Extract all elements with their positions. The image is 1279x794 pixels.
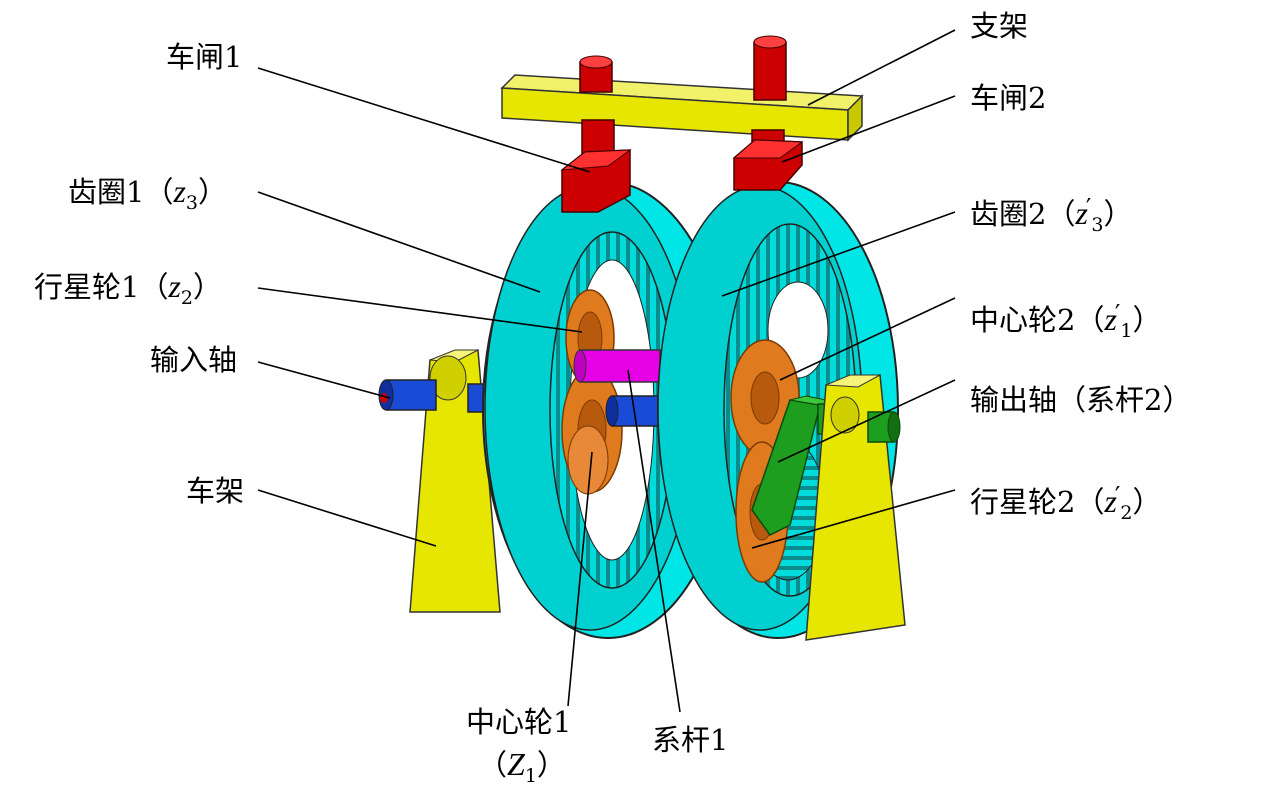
planet1-paren-close: ）: [193, 270, 223, 304]
leader-lines: [257, 29, 956, 713]
sun2-prime: ′: [1114, 300, 1121, 328]
sun2-text: 中心轮2: [970, 303, 1076, 337]
label-frame: 车架: [186, 474, 245, 508]
leader-planet2: [751, 489, 956, 549]
label-bracket: 支架: [970, 9, 1029, 43]
label-sun-2: 中心轮2（z′1）: [970, 302, 1161, 341]
gear-set-1: [561, 289, 623, 495]
sun2-paren-close: ）: [1132, 303, 1162, 337]
bracket: [500, 74, 864, 142]
ring2-symbol: z: [1075, 195, 1088, 231]
leader-planet1: [257, 287, 583, 333]
label-brake-1: 车闸1: [166, 40, 243, 74]
ring1-symbol: z: [173, 173, 186, 209]
label-sun-1-symbol: （Z1）: [478, 748, 566, 786]
label-input-shaft: 输入轴: [150, 343, 238, 377]
leader-bracket: [807, 29, 956, 106]
planet1-text: 行星轮1: [34, 270, 140, 304]
label-output-shaft: 输出轴（系杆2）: [970, 383, 1192, 417]
sun1-symbol: Z: [507, 746, 525, 782]
leader-carrier1: [627, 369, 681, 713]
ring1-paren-open: （: [144, 175, 174, 209]
leader-input: [257, 361, 391, 399]
label-planet-2: 行星轮2（z′2）: [970, 484, 1161, 523]
planet1-paren-open: （: [139, 270, 169, 304]
carrier-1: [573, 349, 661, 427]
sun2-symbol: z: [1104, 301, 1117, 337]
sun1-paren-close: ）: [536, 748, 566, 782]
output-shaft: [867, 411, 901, 443]
label-brake-2: 车闸2: [970, 81, 1047, 115]
leader-sun2: [779, 297, 956, 381]
input-shaft: [378, 379, 493, 413]
label-planet-1: 行星轮1（z2）: [34, 270, 222, 308]
sun2-paren-open: （: [1075, 303, 1105, 337]
label-ring-gear-2: 齿圈2（z′3）: [970, 196, 1132, 235]
ring2-text: 齿圈2: [970, 197, 1047, 231]
leader-output: [777, 379, 956, 463]
ring1-text: 齿圈1: [68, 175, 145, 209]
ring2-prime: ′: [1085, 194, 1092, 222]
ring2-subscript: 3: [1091, 214, 1104, 236]
planet2-paren-close: ）: [1132, 485, 1162, 519]
planet2-subscript: 2: [1120, 502, 1133, 524]
label-ring-gear-1: 齿圈1（z3）: [68, 175, 227, 213]
sun1-paren-open: （: [478, 748, 508, 782]
sun2-subscript: 1: [1120, 320, 1133, 342]
ring1-subscript: 3: [185, 192, 199, 214]
leader-sun1: [567, 451, 593, 707]
label-carrier-1: 系杆1: [652, 723, 729, 757]
leader-ring2: [721, 211, 956, 297]
brake-1: [560, 119, 632, 213]
ring2-paren-open: （: [1046, 197, 1076, 231]
ring2-paren-close: ）: [1103, 197, 1133, 231]
planet2-symbol: z: [1104, 483, 1117, 519]
planet2-prime: ′: [1114, 482, 1121, 510]
label-sun-1-name: 中心轮1: [466, 705, 572, 739]
leader-ring1: [257, 191, 541, 293]
brake-2: [732, 129, 804, 191]
ring1-paren-close: ）: [198, 175, 228, 209]
sun1-subscript: 1: [524, 765, 537, 787]
planet1-symbol: z: [168, 268, 181, 304]
planet2-paren-open: （: [1075, 485, 1105, 519]
leader-brake1: [257, 67, 591, 173]
bracket-bolts: [579, 35, 787, 101]
leader-frame: [257, 489, 437, 547]
leader-brake2: [781, 95, 956, 163]
planet1-subscript: 2: [180, 287, 194, 309]
frame-left: [409, 349, 501, 613]
planet2-text: 行星轮2: [970, 485, 1076, 519]
